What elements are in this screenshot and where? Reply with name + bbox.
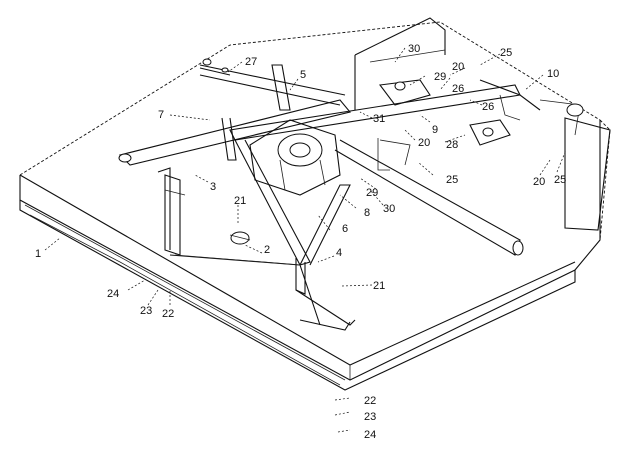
callout-6: 6 [342,223,348,235]
callout-3: 3 [210,181,216,193]
callout-24-bottom: 24 [364,429,376,441]
right-linkage [377,79,511,171]
gearbox [249,119,341,196]
callout-21-right: 21 [373,280,385,292]
callout-20-upper: 20 [452,61,464,73]
callout-10: 10 [547,68,559,80]
callout-22-left: 22 [162,308,174,320]
callout-leaders [44,47,567,433]
callout-29-lower: 29 [366,187,378,199]
callout-20-right: 20 [533,176,545,188]
callout-30-lower: 30 [383,203,395,215]
callout-26-upper: 26 [452,83,464,95]
callout-26-right: 26 [482,101,494,113]
callout-23-bottom: 23 [364,411,376,423]
upper-frame [354,17,541,121]
callout-24-left: 24 [107,288,119,300]
callout-28: 28 [446,139,458,151]
callout-25-upper: 25 [500,47,512,59]
callout-4: 4 [336,247,342,259]
deck-body [19,21,611,391]
callout-labels: 27 5 7 3 1 21 2 4 6 8 29 30 21 24 23 22 … [35,43,566,441]
callout-25-middle: 25 [446,174,458,186]
callout-1: 1 [35,248,41,260]
callout-5: 5 [300,69,306,81]
callout-30-upper: 30 [408,43,420,55]
callout-25-right: 25 [554,174,566,186]
callout-2: 2 [264,244,270,256]
hitch-pin [199,58,231,76]
callout-27: 27 [245,56,257,68]
callout-7: 7 [158,109,164,121]
lower-linkage [174,254,356,331]
left-bracket [157,167,251,256]
callout-20-middle: 20 [418,137,430,149]
callout-22-bottom: 22 [364,395,376,407]
callout-29-upper: 29 [434,71,446,83]
rear-plate [539,99,611,231]
callout-9: 9 [432,124,438,136]
callout-23-left: 23 [140,305,152,317]
callout-8: 8 [364,207,370,219]
mast-post [221,64,291,161]
callout-21-left: 21 [234,195,246,207]
callout-31: 31 [373,113,385,125]
